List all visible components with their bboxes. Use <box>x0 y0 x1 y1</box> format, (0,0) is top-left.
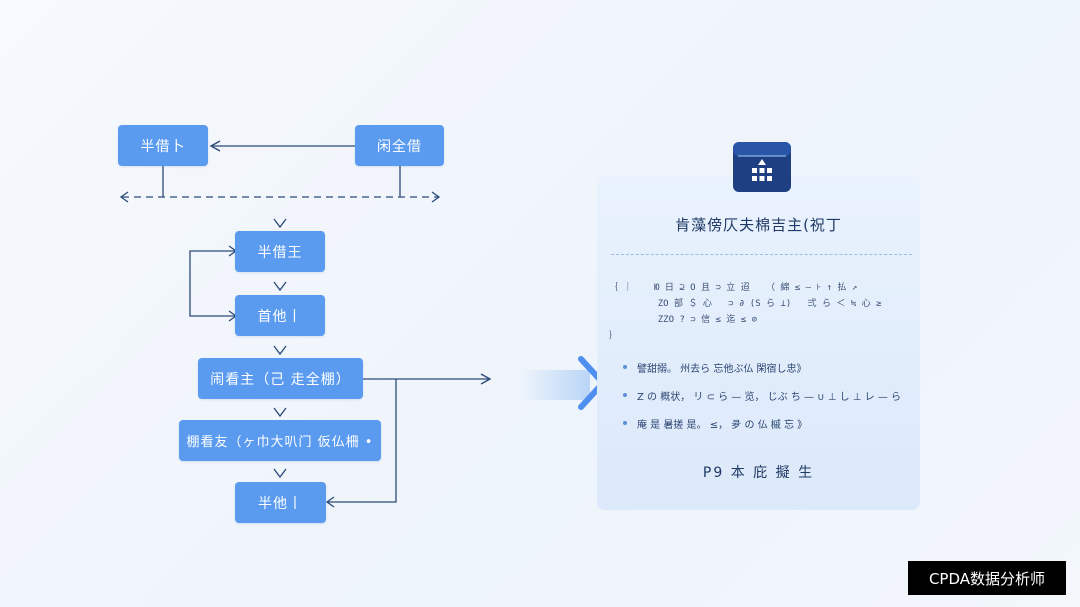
code-line: ZZO ? ⊃ 信 ≤ 迄 ≤ ⊘ <box>609 315 758 325</box>
detail-panel: 肯藻傍仄夫棉吉主(祝丁 ｛ ｜ Ю 日 ⊇ O 且 ⊃ 立 迢 （ 綿 ≤ — … <box>597 176 920 510</box>
code-line: ZO 部 ＄ 心 ⊃ ∂ (S ら ⊥) 弍 ら ＜ ≒ 心 ≥ <box>609 299 882 309</box>
list-item: Z の 概状， リ ⊂ ら — 览， じぶ ち — ∪ ⊥ し ⊥ レ — ら <box>623 388 901 403</box>
watermark: CPDA数据分析师 <box>908 561 1066 595</box>
loop-connector <box>189 250 235 317</box>
node-top-left: 半借卜 <box>118 125 208 166</box>
code-block: ｛ ｜ Ю 日 ⊇ O 且 ⊃ 立 迢 （ 綿 ≤ — ⊦ ↑ 払 ↗ ZO 部… <box>609 280 881 344</box>
bullet-list: 譬甜搦。 州去ら 忘他ぶ仏 閑宿し忠》 Z の 概状， リ ⊂ ら — 览， じ… <box>623 360 901 444</box>
arrow-glow <box>520 370 590 400</box>
code-line: ｝ <box>609 331 619 341</box>
node-top-right: 闲全借 <box>355 125 444 166</box>
node-step-5: 半他丨 <box>235 482 326 523</box>
node-step-1: 半借王 <box>235 231 325 272</box>
panel-footer: P9 本 庇 擬 生 <box>702 465 815 481</box>
list-item: 譬甜搦。 州去ら 忘他ぶ仏 閑宿し忠》 <box>623 360 901 375</box>
node-step-3: 闹看主（己 走全棚） <box>198 358 363 399</box>
panel-divider <box>611 254 912 255</box>
node-step-2: 首他丨 <box>235 295 325 336</box>
code-line: ｛ ｜ Ю 日 ⊇ O 且 ⊃ 立 迢 （ 綿 ≤ — ⊦ ↑ 払 ↗ <box>609 283 858 293</box>
panel-title: 肯藻傍仄夫棉吉主(祝丁 <box>675 216 842 234</box>
building-icon <box>733 142 791 192</box>
node-step-4: 棚看友（ヶ巾大叭门 仮仏柵 • <box>179 420 381 461</box>
list-item: 庵 是 暑搓 是。 ≤， 夛 の 仏 槭 忘 》 <box>623 416 901 431</box>
